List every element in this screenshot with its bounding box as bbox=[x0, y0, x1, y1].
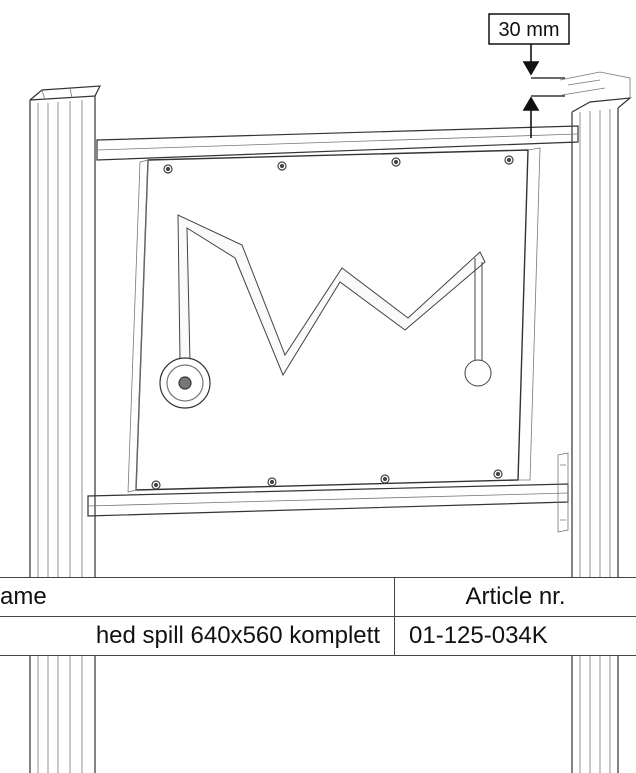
table-header-row: ame Article nr. bbox=[0, 577, 636, 617]
parts-table: ame Article nr. hed spill 640x560 komple… bbox=[0, 577, 636, 656]
dimension-label-box bbox=[488, 13, 570, 45]
top-rail bbox=[96, 125, 579, 161]
column-header-article: Article nr. bbox=[394, 577, 636, 617]
side-bracket bbox=[557, 452, 569, 533]
left-post bbox=[29, 85, 102, 773]
table-row: hed spill 640x560 komplett 01-125-034K bbox=[0, 616, 636, 656]
part-name-cell: hed spill 640x560 komplett bbox=[0, 616, 395, 656]
panel-screws bbox=[151, 155, 514, 490]
dimension-label: 30 mm bbox=[498, 19, 559, 41]
article-number-cell: 01-125-034K bbox=[394, 616, 636, 656]
wire-groove bbox=[177, 214, 492, 387]
game-panel bbox=[127, 147, 541, 493]
column-header-name: ame bbox=[0, 577, 395, 617]
dimension-callout: 30 mm bbox=[488, 13, 570, 138]
dimension-arrows bbox=[522, 44, 565, 138]
start-ring bbox=[159, 357, 211, 409]
right-post bbox=[559, 71, 632, 773]
